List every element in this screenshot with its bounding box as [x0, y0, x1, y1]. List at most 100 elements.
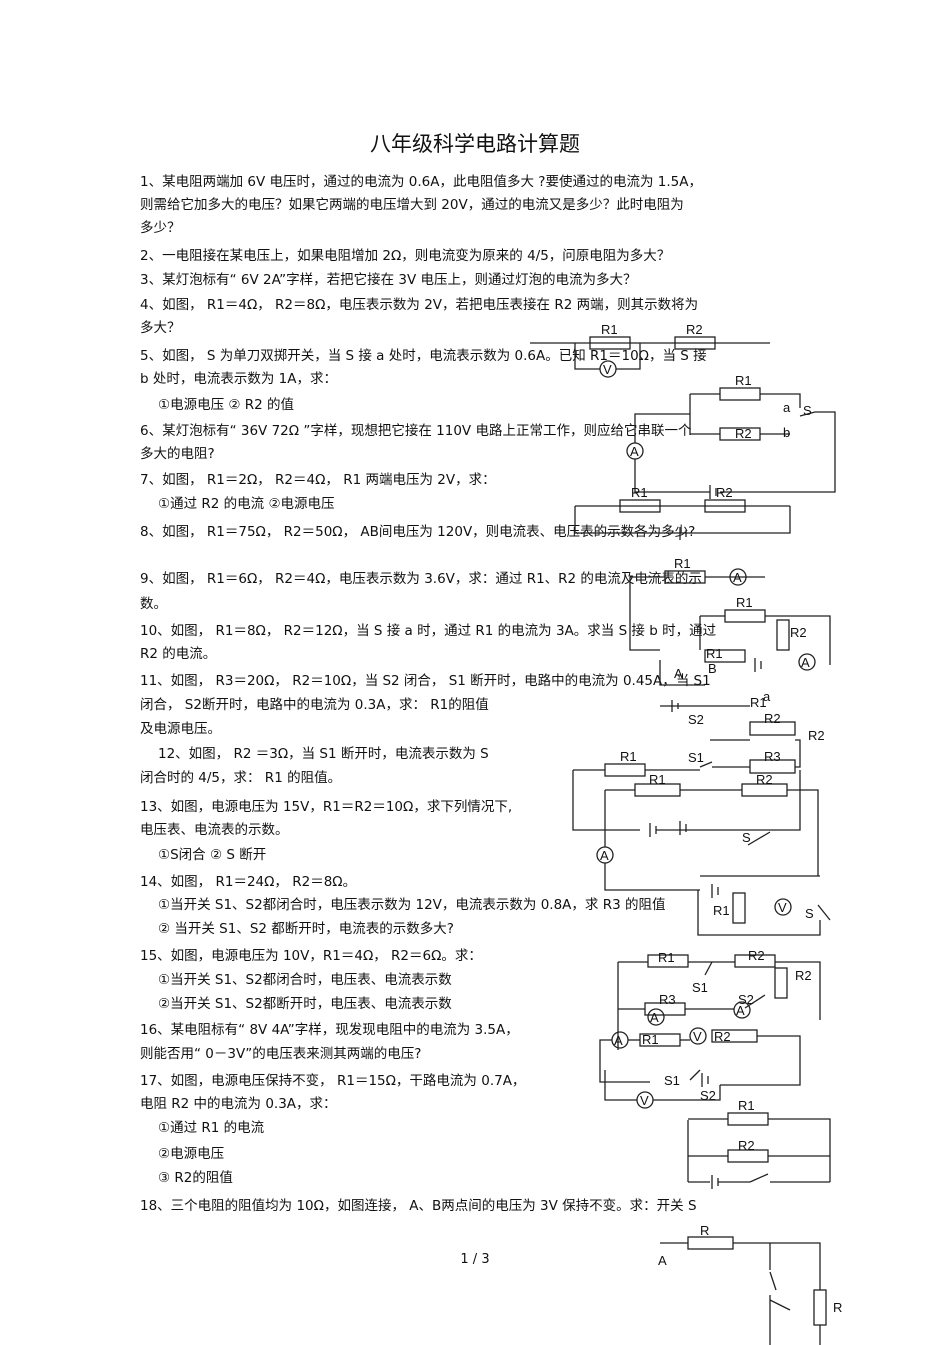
resistor-r1	[589, 336, 631, 350]
label-r1: R1	[736, 595, 753, 610]
ammeter-icon	[647, 1008, 665, 1026]
label-r2-side: R2	[808, 728, 825, 743]
label-v: V	[603, 362, 612, 377]
label-r2: R2	[714, 1029, 731, 1044]
switch-lower	[769, 1299, 791, 1311]
circuit-q5: R1 R2 a S b A	[626, 373, 836, 499]
q17-line4: ②电源电压	[158, 1146, 225, 1162]
q5-line3: ①电源电压 ② R2 的值	[158, 397, 295, 413]
circuit-q13: R1 R2 S A	[596, 772, 819, 891]
q16-line1: 16、某电阻标有“ 8V 4A”字样，现发现电阻中的电流为 3.5A，	[140, 1022, 519, 1038]
switch-s	[749, 1173, 769, 1183]
label-r2: R2	[790, 625, 807, 640]
resistor-r-vertical	[813, 1289, 827, 1326]
label-r1: R1	[738, 1098, 755, 1113]
q1-line3: 多少？	[140, 220, 181, 236]
resistor-r1-second	[704, 649, 746, 663]
label-v: V	[778, 900, 787, 915]
label-r3: R3	[764, 749, 781, 764]
label-r1: R1	[713, 903, 730, 918]
label-a: A	[658, 1253, 667, 1268]
label-s: S	[805, 906, 814, 921]
q6-line2: 多大的电阻?	[140, 446, 215, 462]
label-r3: R3	[659, 992, 676, 1007]
q14-line2: ①当开关 S1、S2都闭合时，电压表示数为 12V，电流表示数为 0.8A，求 …	[158, 897, 666, 913]
q16-line2: 则能否用“ 0－3V”的电压表来测其两端的电压?	[140, 1046, 422, 1062]
label-s2: S2	[700, 1088, 716, 1103]
q9-line2: 数。	[140, 596, 167, 612]
label-v-lower: V	[640, 1093, 649, 1108]
label-r1: R1	[735, 373, 752, 388]
switch-s1	[699, 761, 713, 768]
label-a: a	[763, 689, 771, 704]
q17-line3: ①通过 R1 的电流	[158, 1120, 265, 1136]
q4-line1: 4、如图， R1＝4Ω， R2＝8Ω，电压表示数为 2V，若把电压表接在 R2 …	[140, 297, 699, 313]
label-r1: R1	[649, 772, 666, 787]
label-r1: R1	[658, 950, 675, 965]
label-r: R	[700, 1223, 709, 1238]
q17-line1: 17、如图，电源电压保持不变， R1＝15Ω，干路电流为 0.7A，	[140, 1073, 526, 1089]
q12-line2: 闭合时的 4/5，求： R1 的阻值。	[140, 770, 342, 786]
label-s1: S1	[688, 750, 704, 765]
circuit-q16: A R1 V R2 S1 S2 V	[599, 1027, 801, 1109]
label-r1: R1	[674, 556, 691, 571]
label-s2: S2	[738, 992, 754, 1007]
q14-line1: 14、如图， R1＝24Ω， R2＝8Ω。	[140, 874, 357, 890]
q1-line2: 则需给它加多大的电压？如果它两端的电压增大到 20V，通过的电流又是多少？此时电…	[140, 197, 684, 213]
resistor-r2	[734, 954, 776, 968]
label-a-meter: A	[674, 666, 683, 681]
switch-s	[747, 831, 771, 846]
q15-line3: ②当开关 S1、S2都断开时，电压表、电流表示数	[158, 996, 452, 1012]
q5-line1: 5、如图， S 为单刀双掷开关，当 S 接 a 处时，电流表示数为 0.6A。已…	[140, 348, 707, 364]
label-r1: R1	[750, 695, 767, 710]
label-r2: R2	[686, 322, 703, 337]
q14-line3: ② 当开关 S1、S2 都断开时，电流表的示数多大?	[158, 921, 454, 937]
ammeter-icon	[729, 568, 747, 586]
circuit-q14: R1 V S	[697, 875, 831, 936]
q7-line2: ①通过 R2 的电流 ②电源电压	[158, 496, 335, 512]
resistor-r2	[749, 721, 796, 736]
switch-s	[799, 411, 816, 417]
voltmeter-icon	[774, 898, 792, 916]
q5-line2: b 处时，电流表示数为 1A，求：	[140, 371, 337, 387]
label-s2: S2	[688, 712, 704, 727]
resistor-r1	[732, 892, 746, 924]
q1-line1: 1、某电阻两端加 6V 电压时，通过的电流为 0.6A，此电阻值多大 ?要使通过…	[140, 174, 702, 190]
label-r2: R2	[756, 772, 773, 787]
resistor-r2	[704, 499, 746, 513]
label-a-meter-right: A	[736, 1003, 745, 1018]
q15-line1: 15、如图，电源电压为 10V，R1＝4Ω， R2＝6Ω。求：	[140, 948, 482, 964]
page-number: 1 / 3	[460, 1252, 490, 1267]
resistor-r1	[604, 763, 646, 777]
label-a-meter: A	[630, 444, 639, 459]
q10-line2: R2 的电流。	[140, 646, 217, 662]
resistor-r	[687, 1236, 734, 1250]
ammeter-icon-right	[733, 1001, 751, 1019]
label-a-meter: A	[614, 1033, 623, 1048]
circuit-q15: R1 R2 R2 S1 S2 R3 A A	[617, 948, 821, 1050]
q11-line1: 11、如图， R3＝20Ω， R2＝10Ω，当 S2 闭合， S1 断开时，电路…	[140, 673, 711, 689]
label-r2: R2	[716, 485, 733, 500]
label-a: a	[783, 400, 791, 415]
q9-line1: 9、如图， R1＝6Ω， R2＝4Ω，电压表示数为 3.6V，求：通过 R1、R…	[140, 571, 702, 587]
resistor-r1	[724, 609, 766, 623]
q8-line1: 8、如图， R1＝75Ω， R2＝50Ω， AB间电压为 120V，则电流表、电…	[140, 524, 696, 540]
q13-line2: 电压表、电流表的示数。	[140, 822, 289, 838]
label-a-meter: A	[600, 848, 609, 863]
q18-line1: 18、三个电阻的阻值均为 10Ω，如图连接， A、B两点间的电压为 3V 保持不…	[140, 1198, 697, 1214]
q7-line1: 7、如图， R1＝2Ω， R2＝4Ω， R1 两端电压为 2V，求：	[140, 472, 496, 488]
label-b: B	[708, 661, 717, 676]
resistor-r1	[619, 499, 661, 513]
switch-s	[817, 904, 831, 921]
ammeter-icon	[798, 653, 816, 671]
label-r2: R2	[764, 711, 781, 726]
label-s: S	[803, 403, 812, 418]
label-b: b	[783, 425, 790, 440]
resistor-r2	[674, 336, 716, 350]
circuit-q7: R1 R2	[574, 485, 791, 540]
q17-line5: ③ R2的阻值	[158, 1170, 233, 1186]
label-r1: R1	[601, 322, 618, 337]
q17-line2: 电阻 R2 中的电流为 0.3A，求：	[140, 1096, 337, 1112]
label-r1: R1	[620, 749, 637, 764]
q6-line1: 6、某灯泡标有“ 36V 72Ω ”字样，现想把它接在 110V 电路上正常工作…	[140, 423, 692, 439]
